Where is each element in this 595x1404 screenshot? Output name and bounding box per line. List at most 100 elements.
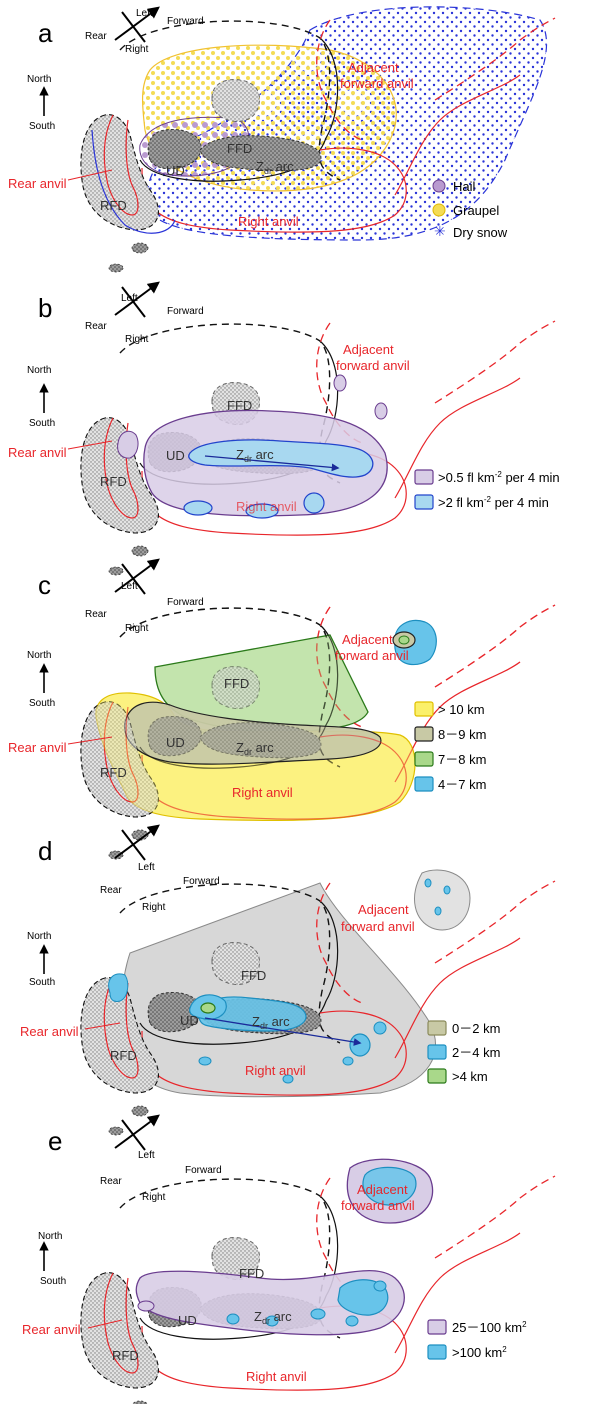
legend-swatch [428, 1021, 446, 1035]
right-anvil-label: Right anvil [238, 214, 299, 229]
zdr-arc-label: Zdr arc [256, 159, 294, 176]
legend-item: 25－100 km2 [452, 1320, 527, 1335]
compass-right-label: Right [125, 623, 149, 634]
legend-swatch [415, 777, 433, 791]
adjacent-anvil-label-1: Adjacent [348, 60, 399, 75]
adjacent-anvil-label-2: forward anvil [340, 76, 414, 91]
compass-forward-label: Forward [167, 16, 204, 27]
panel-letter: d [38, 836, 52, 866]
compass-rear-label: Rear [100, 885, 122, 896]
legend-swatch [428, 1320, 446, 1334]
compass-forward-label: Forward [167, 306, 204, 317]
compass-right-label: Right [125, 44, 149, 55]
rear-anvil-label: Rear anvil [8, 445, 67, 460]
compass-left-label: Left [138, 862, 155, 873]
legend-item: >100 km2 [452, 1345, 507, 1360]
legend: Hail Graupel ✳ Dry snow [433, 179, 508, 240]
legend-swatch [415, 470, 433, 484]
ffd-label: FFD [241, 968, 266, 983]
north-label: North [27, 365, 51, 376]
rear-anvil-label: Rear anvil [8, 176, 67, 191]
compass-left-label: Left [121, 293, 138, 304]
legend-item: > 10 km [438, 702, 485, 717]
north-label: North [38, 1231, 62, 1242]
compass-rear-label: Rear [100, 1176, 122, 1187]
right-anvil-label: Right anvil [245, 1063, 306, 1078]
ffd-label: FFD [227, 398, 252, 413]
compass-right-label: Right [125, 334, 149, 345]
panel-letter: e [48, 1126, 62, 1156]
rfd-label: RFD [112, 1348, 139, 1363]
compass-rear-label: Rear [85, 31, 107, 42]
compass-left-label: Left [121, 581, 138, 592]
legend-item: 4－7 km [438, 777, 486, 792]
legend-swatch [428, 1345, 446, 1359]
legend-swatch [428, 1069, 446, 1083]
legend-swatch [415, 702, 433, 716]
rear-anvil-label: Rear anvil [8, 740, 67, 755]
ud-label: UD [166, 163, 185, 178]
panel-c: c Left Rear Forward Right North South FF… [8, 560, 555, 859]
snow-symbol-icon: ✳ [434, 224, 446, 240]
hail-symbol-icon [433, 180, 445, 192]
panel-letter: a [38, 18, 53, 48]
legend: 0－2 km 2－4 km >4 km [428, 1021, 500, 1084]
compass-forward-label: Forward [167, 597, 204, 608]
south-label: South [40, 1276, 66, 1287]
legend-item: 7－8 km [438, 752, 486, 767]
zdr-arc-label: Zdr arc [252, 1014, 290, 1031]
zdr-arc-label: Zdr arc [236, 740, 274, 757]
adjacent-anvil-label-2: forward anvil [341, 919, 415, 934]
compass-rear-label: Rear [85, 609, 107, 620]
panel-letter: b [38, 293, 52, 323]
compass-right-label: Right [142, 1192, 166, 1203]
right-anvil-label: Right anvil [236, 499, 297, 514]
south-label: South [29, 977, 55, 988]
graupel-symbol-icon [433, 204, 445, 216]
rfd-label: RFD [100, 198, 127, 213]
height-above-4-region [201, 1003, 215, 1013]
zdr-arc-label: Zdr arc [254, 1309, 292, 1326]
compass-forward-label: Forward [185, 1165, 222, 1176]
legend-item: 0－2 km [452, 1021, 500, 1036]
legend-item: >0.5 fl km-2 per 4 min [438, 470, 560, 485]
rfd-label: RFD [110, 1048, 137, 1063]
legend-item: 2－4 km [452, 1045, 500, 1060]
compass-rear-label: Rear [85, 321, 107, 332]
legend-item: Graupel [453, 203, 499, 218]
legend: > 10 km 8－9 km 7－8 km 4－7 km [415, 702, 486, 792]
ffd-label: FFD [224, 676, 249, 691]
ud-label: UD [166, 735, 185, 750]
north-label: North [27, 650, 51, 661]
panel-d: d Left Rear Forward Right North South FF… [20, 826, 555, 1135]
adjacent-anvil-label-1: Adjacent [342, 632, 393, 647]
ud-label: UD [180, 1013, 199, 1028]
legend-item: Dry snow [453, 225, 508, 240]
legend-swatch [428, 1045, 446, 1059]
ffd-label: FFD [239, 1266, 264, 1281]
north-label: North [27, 931, 51, 942]
legend-item: Hail [453, 179, 476, 194]
right-anvil-label: Right anvil [246, 1369, 307, 1384]
adjacent-anvil-label-2: forward anvil [336, 358, 410, 373]
adjacent-anvil-label-2: forward anvil [335, 648, 409, 663]
rear-anvil-label: Rear anvil [22, 1322, 81, 1337]
panel-e: e Left Rear Forward Right North South FF… [22, 1116, 555, 1404]
adjacent-anvil-label-1: Adjacent [357, 1182, 408, 1197]
right-anvil-label: Right anvil [232, 785, 293, 800]
compass-left-label: Left [138, 1150, 155, 1161]
compass-right-label: Right [142, 902, 166, 913]
south-label: South [29, 121, 55, 132]
panel-letter: c [38, 570, 51, 600]
legend-item: 8－9 km [438, 727, 486, 742]
ffd-label: FFD [227, 141, 252, 156]
legend-swatch [415, 752, 433, 766]
south-label: South [29, 698, 55, 709]
adjacent-anvil-label-1: Adjacent [358, 902, 409, 917]
south-label: South [29, 418, 55, 429]
compass-left-label: Left [136, 8, 153, 19]
north-label: North [27, 74, 51, 85]
adjacent-anvil-label-2: forward anvil [341, 1198, 415, 1213]
rfd-label: RFD [100, 765, 127, 780]
